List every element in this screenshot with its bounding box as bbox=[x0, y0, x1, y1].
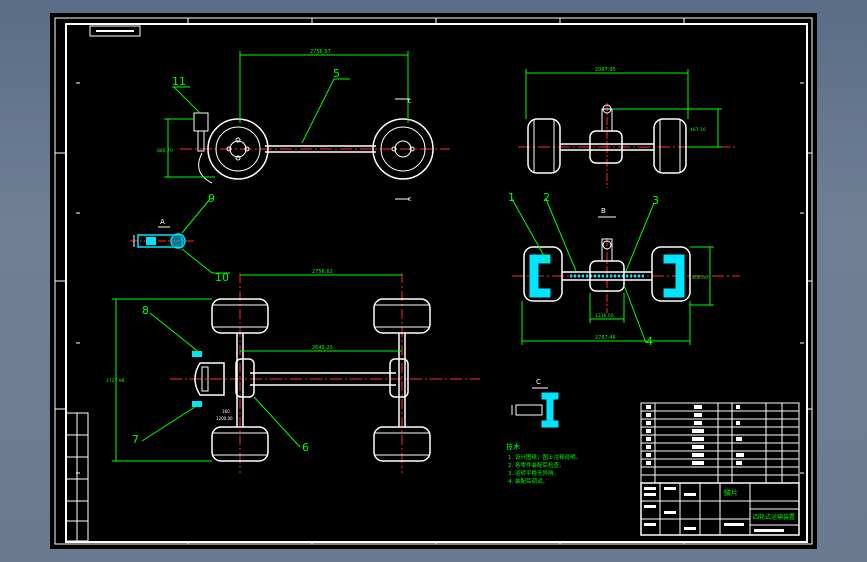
zone-ticks bbox=[55, 18, 812, 544]
dim-mr-inner: 1236.00 bbox=[595, 313, 614, 319]
dim-top-span: 2756.97 bbox=[310, 49, 331, 55]
notes-line-3: 3. 运转平稳无异响。 bbox=[508, 469, 559, 477]
section-c: C bbox=[511, 378, 559, 428]
plan-view: 2756.62 2649.20 2727.98 160 1200.00 8 7 … bbox=[106, 269, 480, 473]
dim-plan-inner: 2649.20 bbox=[312, 345, 333, 351]
dim-plan-span: 2756.62 bbox=[312, 269, 333, 275]
title-block-name: 四轮式运输装置 bbox=[753, 513, 795, 521]
notes-heading: 技术 bbox=[506, 442, 520, 451]
revision-strip bbox=[65, 412, 89, 542]
balloon-10: 10 bbox=[215, 271, 229, 284]
section-label-a: A bbox=[160, 218, 165, 226]
dim-tr-height: 467.16 bbox=[690, 127, 706, 133]
balloon-1: 1 bbox=[508, 191, 515, 204]
balloon-3: 3 bbox=[652, 194, 659, 207]
balloon-4: 4 bbox=[646, 335, 653, 348]
drawing-canvas: 2756.97 886.70 5 11 C C A 9 10 bbox=[54, 17, 813, 545]
notes-line-4: 4. 装配后调试。 bbox=[508, 477, 548, 485]
top-right-view: 2067.95 467.16 bbox=[518, 67, 738, 188]
balloon-8: 8 bbox=[142, 304, 149, 317]
section-label-b: B bbox=[601, 207, 606, 215]
notes-line-2: 2. 各零件装配后检查。 bbox=[508, 461, 565, 469]
dim-side-height: 886.70 bbox=[157, 148, 173, 154]
mid-right-section: B 2767.46 1236.00 400.00 1 2 3 4 bbox=[508, 191, 740, 348]
dim-small-2: 1200.00 bbox=[216, 416, 233, 421]
svg-text:C: C bbox=[408, 99, 412, 105]
parts-list bbox=[640, 402, 800, 484]
dim-tr-width: 2067.95 bbox=[595, 67, 616, 73]
edge-ticks bbox=[76, 82, 804, 474]
section-label-c: C bbox=[536, 378, 541, 386]
title-block: 鳞片 四轮式运输装置 bbox=[640, 482, 800, 536]
cad-viewport[interactable]: 2756.97 886.70 5 11 C C A 9 10 bbox=[50, 13, 817, 549]
side-view: 2756.97 886.70 5 11 C C bbox=[157, 49, 450, 203]
dim-plan-height: 2727.98 bbox=[106, 378, 125, 384]
outer-border bbox=[54, 17, 813, 545]
notes-line-1: 1. 设计图纸，图上注释说明。 bbox=[508, 453, 581, 461]
balloon-2: 2 bbox=[543, 191, 550, 204]
dim-small: 160 bbox=[222, 409, 230, 414]
balloon-11: 11 bbox=[172, 75, 186, 88]
svg-text:C: C bbox=[408, 197, 412, 203]
balloon-7: 7 bbox=[132, 433, 139, 446]
title-block-title: 鳞片 bbox=[724, 488, 738, 497]
balloon-9: 9 bbox=[208, 192, 215, 205]
balloon-5: 5 bbox=[333, 67, 340, 80]
dim-mr-height: 400.00 bbox=[692, 275, 708, 281]
dim-mr-width: 2767.46 bbox=[595, 335, 616, 341]
balloon-6: 6 bbox=[302, 441, 309, 454]
technical-notes: 技术 1. 设计图纸，图上注释说明。 2. 各零件装配后检查。 3. 运转平稳无… bbox=[506, 442, 581, 485]
section-a: A 9 10 bbox=[130, 192, 230, 284]
drawing-number-box bbox=[89, 25, 141, 37]
